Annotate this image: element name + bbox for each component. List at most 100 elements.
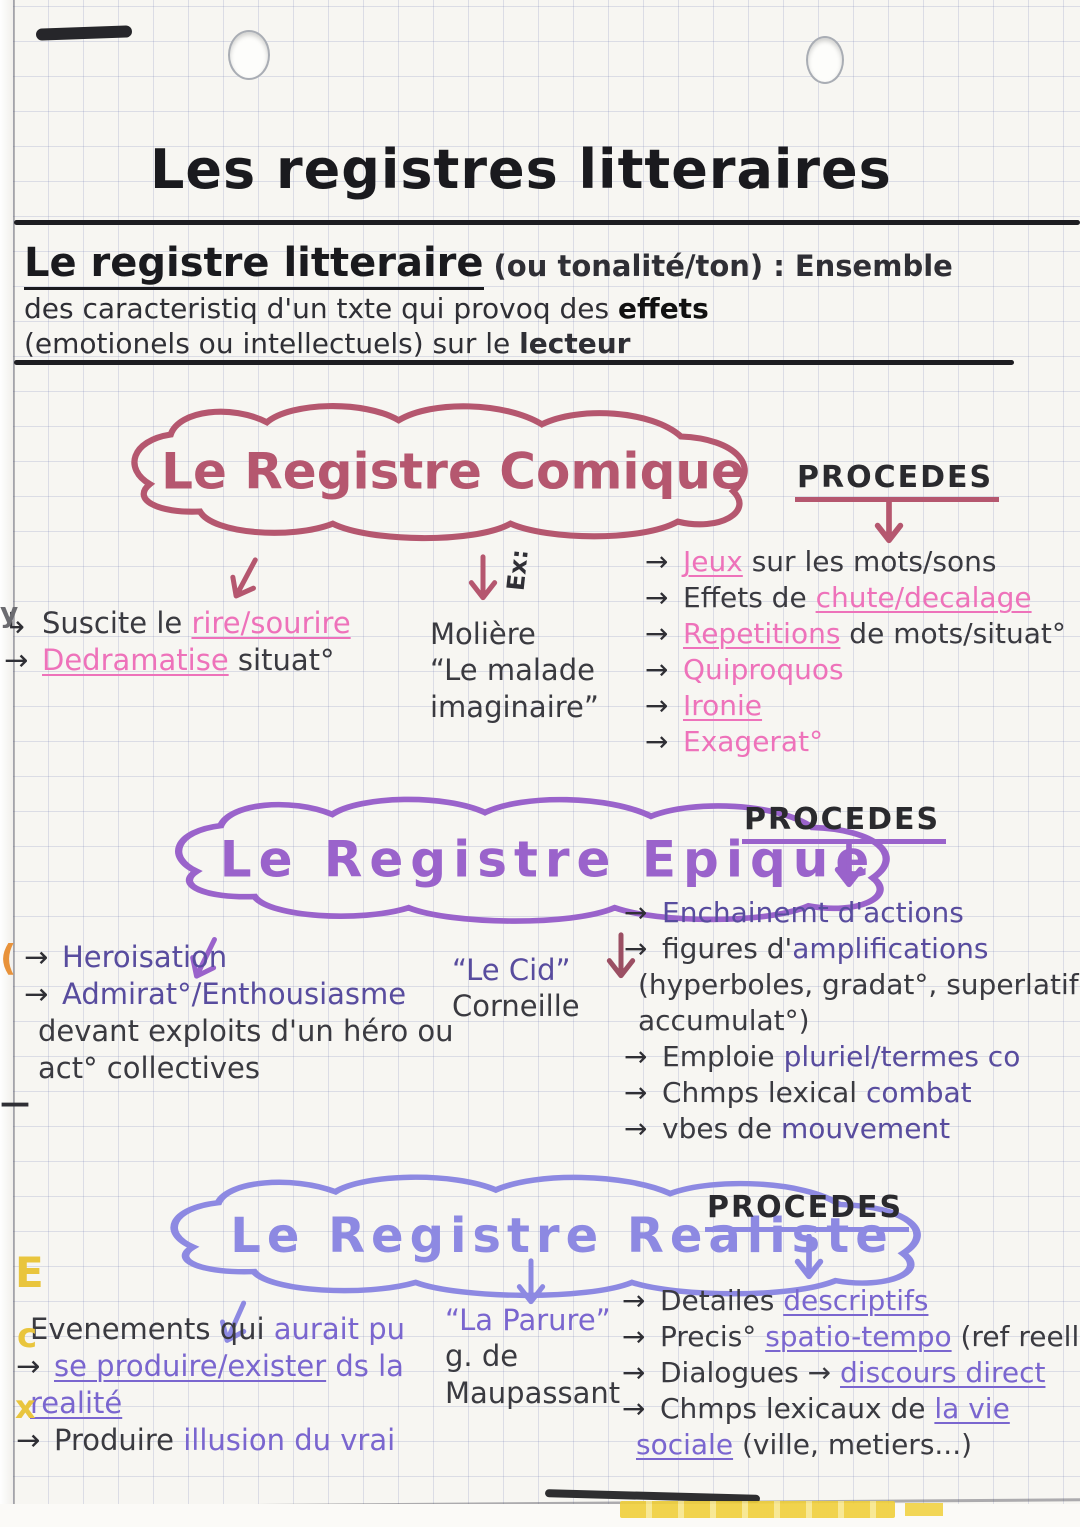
- procede-item: →Enchainemt d'actions: [624, 896, 1080, 929]
- note-text: Produire: [54, 1423, 184, 1457]
- arrow-glyph: →: [645, 725, 669, 758]
- procede-item: → Chmps lexicaux de la vie: [622, 1392, 1080, 1425]
- effects-list: Evenements qui aurait pu→se produire/exi…: [16, 1312, 405, 1460]
- arrow-glyph: →: [16, 1349, 41, 1383]
- keyword-text: se produire/exister: [54, 1349, 327, 1383]
- keyword-text: ds la: [326, 1349, 404, 1383]
- arrow-glyph: →: [24, 977, 49, 1011]
- keyword-text: mouvement: [780, 1112, 951, 1145]
- arrow-glyph: →: [624, 896, 648, 929]
- keyword-text: Heroisation: [62, 940, 228, 974]
- note-text: vbes de: [662, 1112, 781, 1145]
- arrow-glyph: →: [645, 581, 669, 614]
- definition-keyword: lecteur: [519, 327, 631, 364]
- procede-item: → Precis° spatio-tempo (ref reelles): [622, 1320, 1080, 1353]
- row-text: vbes de mouvement: [662, 1112, 950, 1145]
- note-text: Precis°: [660, 1320, 766, 1353]
- keyword-text: Exagerat°: [683, 725, 824, 758]
- procedes-list: →Detailes descriptifs→Precis° spatio-tem…: [622, 1284, 1080, 1464]
- row-text: Quiproquos: [683, 653, 844, 686]
- note-text: Suscite le: [42, 606, 192, 640]
- effect-item: → se produire/exister ds la: [16, 1349, 405, 1383]
- effect-item: → Admirat°/Enthousiasme: [24, 977, 454, 1011]
- procede-item: → Exagerat°: [645, 725, 1066, 758]
- definition-text: (emotionels ou intellectuels) sur le: [24, 327, 520, 361]
- definition-text: des caracteristiq d'un txte qui provoq d…: [24, 292, 619, 325]
- example-line: g. de Maupassant: [445, 1339, 621, 1410]
- note-text: sur les mots/sons: [742, 545, 997, 578]
- keyword-text: Ironie: [683, 689, 763, 722]
- definition-block: Le registre litteraire (ou tonalité/ton)…: [24, 240, 1054, 364]
- note-text: situat°: [228, 643, 335, 677]
- note-text: Effets de: [683, 581, 816, 614]
- procede-item: accumulat°): [624, 1004, 1080, 1037]
- procedes-list: →Enchainemt d'actions→figures d'amplific…: [624, 896, 1080, 1148]
- divider-line: [14, 220, 1080, 225]
- down-arrow-icon: [174, 925, 232, 1001]
- example-line: “Le Cid”: [452, 953, 571, 987]
- row-text: Precis° spatio-tempo (ref reelles): [660, 1320, 1080, 1353]
- note-text: figures d': [662, 932, 793, 965]
- note-text: (hyperboles, gradat°, superlatifs,: [638, 968, 1080, 1001]
- down-arrow-icon: [205, 1289, 261, 1365]
- register-cloud: Le Registre Epique: [148, 792, 948, 932]
- row-text: Repetitions de mots/situat°: [683, 617, 1066, 650]
- yellow-highlight-strip: [620, 1501, 895, 1518]
- register-cloud: Le Registre Comique: [108, 398, 798, 550]
- row-text: realité: [30, 1386, 122, 1420]
- margin-mark: y: [0, 596, 19, 629]
- row-text: Chmps lexicaux de la vie: [660, 1392, 1010, 1425]
- arrow-glyph: →: [622, 1320, 646, 1353]
- divider-line: [14, 360, 1014, 365]
- keyword-text: pluriel/termes co: [783, 1040, 1021, 1073]
- keyword-text: Dedramatise: [42, 643, 229, 677]
- procedes-list: →Jeux sur les mots/sons→Effets de chute/…: [645, 545, 1066, 761]
- down-arrow-icon: [832, 841, 866, 898]
- note-text: Emploie: [662, 1040, 784, 1073]
- procede-item: →Quiproquos: [645, 653, 1066, 686]
- page-title: Les registres litteraires: [150, 138, 892, 202]
- page-edge-line: [13, 0, 15, 1527]
- row-text: Emploie pluriel/termes co: [662, 1040, 1020, 1073]
- keyword-text: la vie: [934, 1392, 1010, 1425]
- arrow-glyph: →: [645, 617, 669, 650]
- arrow-glyph: →: [624, 932, 648, 965]
- procede-item: →Jeux sur les mots/sons: [645, 545, 1066, 578]
- effect-item: devant exploits d'un héro ou: [24, 1014, 454, 1048]
- keyword-text: chute/decalage: [815, 581, 1032, 614]
- effect-item: realité: [16, 1386, 405, 1420]
- procede-item: (hyperboles, gradat°, superlatifs,: [624, 968, 1080, 1001]
- keyword-text: realité: [30, 1386, 123, 1420]
- keyword-text: spatio-tempo: [765, 1320, 952, 1353]
- effect-item: →Produire illusion du vrai: [16, 1423, 405, 1457]
- arrow-glyph: →: [622, 1392, 646, 1425]
- procede-item: →Emploie pluriel/termes co: [624, 1040, 1080, 1073]
- arrow-glyph: →: [645, 545, 669, 578]
- row-text: Chmps lexical combat: [662, 1076, 972, 1109]
- procede-item: → Effets de chute/decalage: [645, 581, 1066, 614]
- keyword-text: Admirat°/Enthousiasme: [62, 977, 407, 1011]
- procede-item: sociale (ville, metiers...): [622, 1428, 1080, 1461]
- margin-mark: E: [15, 1248, 44, 1297]
- row-text: accumulat°): [638, 1004, 810, 1037]
- note-text: de mots/situat°: [840, 617, 1066, 650]
- cloud-label: Le Registre Comique: [161, 442, 745, 501]
- keyword-text: sociale: [636, 1428, 734, 1461]
- note-text: (ref reelles): [960, 1320, 1080, 1353]
- down-arrow-icon: [606, 926, 636, 996]
- effect-item: act° collectives: [24, 1051, 454, 1085]
- row-text: se produire/exister ds la: [54, 1349, 404, 1383]
- procedes-label: PROCEDES: [795, 460, 1000, 502]
- effect-item: →Heroisation: [24, 940, 454, 974]
- arrow-glyph: →: [622, 1284, 646, 1317]
- margin-mark: c: [17, 1316, 38, 1356]
- example-line: Molière: [430, 617, 536, 651]
- note-text: Chmps lexicaux de: [660, 1392, 935, 1425]
- margin-mark: (: [0, 938, 17, 979]
- definition-text: Ensemble: [794, 249, 953, 283]
- margin-mark: x: [15, 1388, 36, 1426]
- definition-term: Le registre litteraire: [24, 240, 484, 290]
- arrow-glyph: ↳: [4, 606, 29, 640]
